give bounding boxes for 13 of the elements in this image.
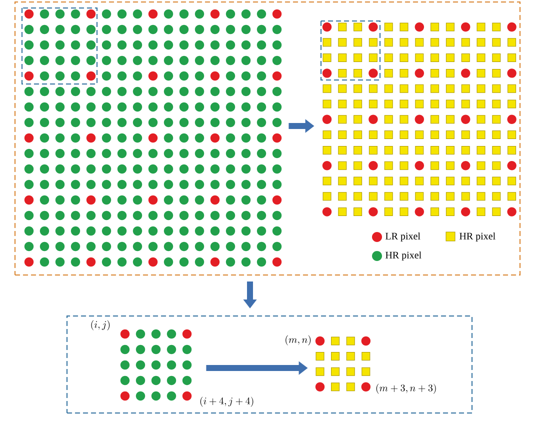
pixel-grid-drawing [120, 329, 192, 401]
coordinate-label: $(i, j)$ [91, 320, 110, 330]
legend-label: LR pixel [386, 232, 420, 242]
dashed-frame [66, 316, 472, 414]
legend-label: HR pixel [460, 232, 496, 242]
legend-label: HR pixel [386, 251, 422, 261]
pixel-grid-drawing [320, 20, 516, 216]
coordinate-label: $(m + 3, n + 3)$ [376, 384, 436, 394]
coordinate-label: $(i + 4, j + 4)$ [200, 396, 254, 407]
dashed-frame [14, 2, 520, 276]
pixel-grid-drawing [315, 336, 370, 392]
coordinate-label: $(m, n)$ [286, 335, 311, 346]
pixel-grid-drawing [22, 8, 282, 267]
